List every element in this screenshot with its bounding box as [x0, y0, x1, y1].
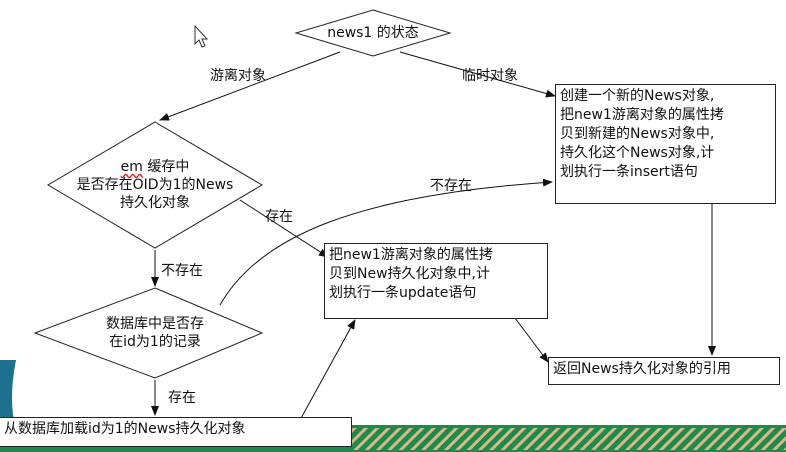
start-label: news1 的状态: [327, 25, 419, 41]
cache-decision-text: em 缓存中 是否存在OID为1的News 持久化对象: [52, 158, 258, 212]
arrow-start-to-cache: [159, 51, 341, 121]
create-box-line: 把new1游离对象的属性拷: [560, 107, 724, 123]
edge-label-transient: 临时对象: [462, 68, 518, 84]
db-decision-diamond: [33, 287, 264, 379]
return-box-label: 返回News持久化对象的引用: [553, 361, 731, 377]
create-box-line: 贝到新建的News对象中,: [560, 126, 715, 142]
footer-stripes: [350, 428, 786, 450]
create-box-line: 持久化这个News对象,计: [560, 145, 715, 161]
copy-box-line: 把new1游离对象的属性拷: [329, 247, 493, 263]
edge-label-not-exists-db: 不存在: [430, 178, 472, 194]
create-box-line: 创建一个新的News对象,: [560, 88, 715, 104]
start-diamond: [294, 9, 452, 57]
arrow-db-to-create: [219, 178, 553, 306]
edge-label-detached: 游离对象: [210, 68, 266, 84]
cache-decision-em: em: [120, 159, 143, 175]
left-accent-bar: [0, 360, 16, 430]
db-decision-line1: 数据库中是否存: [106, 316, 204, 332]
create-new-object-box: 创建一个新的News对象, 把new1游离对象的属性拷 贝到新建的News对象中…: [555, 84, 776, 204]
arrow-load-to-copy: [299, 319, 356, 421]
cache-decision-line1: 缓存中: [142, 159, 190, 175]
load-box-label: 从数据库加载id为1的News持久化对象: [4, 421, 246, 437]
mouse-cursor-icon: [194, 24, 209, 48]
load-from-db-box: 从数据库加载id为1的News持久化对象: [0, 417, 352, 447]
edge-label-exists-db: 存在: [168, 390, 196, 406]
create-box-line: 划执行一条insert语句: [560, 164, 698, 180]
cache-decision-line3: 持久化对象: [120, 195, 190, 211]
copy-properties-box: 把new1游离对象的属性拷 贝到New持久化对象中,计 划执行一条update语…: [324, 243, 548, 319]
edge-label-exists-cache: 存在: [265, 209, 293, 225]
copy-box-line: 贝到New持久化对象中,计: [329, 266, 490, 282]
arrow-cache-to-copy: [239, 199, 329, 258]
arrow-start-to-create: [399, 51, 556, 98]
cache-decision-diamond: [47, 121, 263, 249]
arrow-copy-to-return: [514, 317, 549, 363]
db-decision-line2: 在id为1的记录: [109, 334, 201, 350]
return-reference-box: 返回News持久化对象的引用: [548, 357, 780, 385]
edge-label-not-exists-cache: 不存在: [161, 263, 203, 279]
cache-decision-line2: 是否存在OID为1的News: [76, 177, 234, 193]
copy-box-line: 划执行一条update语句: [329, 285, 477, 301]
db-decision-text: 数据库中是否存 在id为1的记录: [70, 315, 240, 351]
